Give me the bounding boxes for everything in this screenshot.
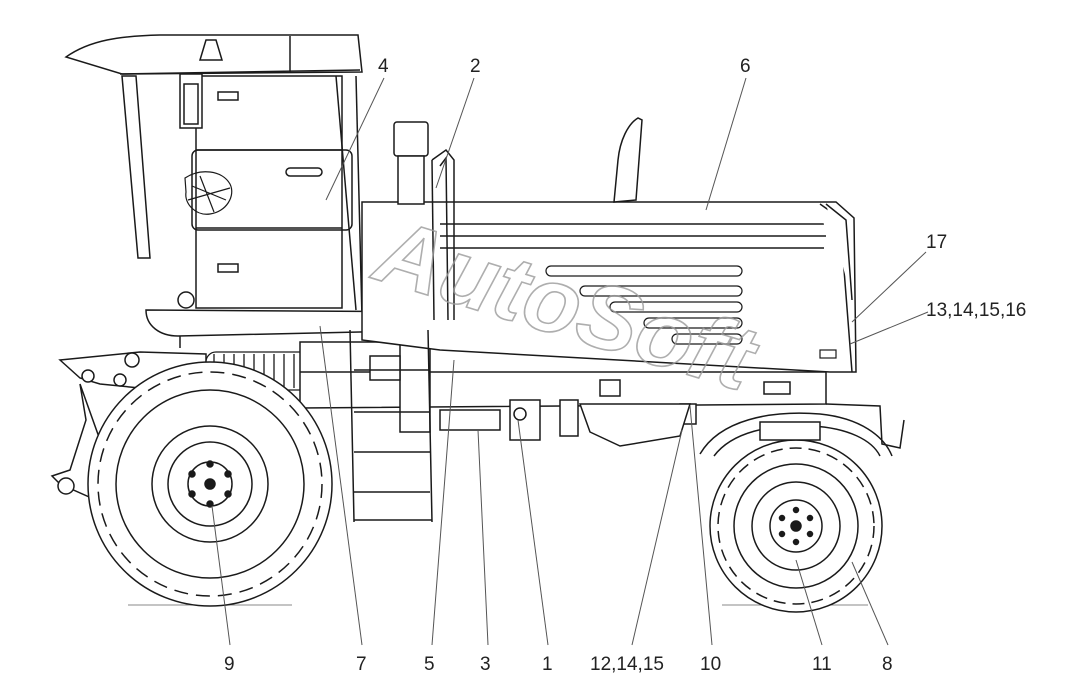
front-wheel: [87, 361, 333, 607]
cab: [64, 34, 363, 319]
callout-7: 7: [356, 654, 367, 675]
exhaust-stack: [613, 117, 643, 203]
callout-5: 5: [424, 654, 435, 675]
leader-13: [849, 311, 929, 345]
callout-10: 10: [700, 654, 721, 675]
callout-2: 2: [470, 56, 481, 77]
callout-12-14-15: 12,14,15: [590, 654, 664, 675]
callout-1: 1: [542, 654, 553, 675]
leader-2: [435, 77, 475, 189]
callout-9: 9: [224, 654, 235, 675]
leader-11: [795, 559, 823, 646]
callout-labels: 1 2 3 4 5 6 7 8 9 10 11 12,14,15 13,14,1…: [224, 56, 1026, 675]
callout-13-14-15-16: 13,14,15,16: [926, 300, 1026, 321]
leader-4: [325, 77, 385, 201]
leader-12: [631, 429, 683, 646]
leader-5: [431, 359, 455, 646]
hood-vents: [545, 265, 837, 359]
leader-17: [851, 251, 927, 323]
callout-17: 17: [926, 232, 947, 253]
leader-10: [689, 405, 713, 646]
leader-6: [705, 77, 747, 211]
callout-8: 8: [882, 654, 893, 675]
callout-11: 11: [812, 654, 832, 675]
steering-wheel: [184, 171, 233, 215]
leader-8: [851, 561, 889, 646]
leader-7: [319, 325, 363, 646]
leader-lines: [211, 77, 929, 646]
ladder: [349, 148, 455, 523]
callout-3: 3: [480, 654, 491, 675]
leader-9: [211, 505, 231, 646]
rear-wheel: [709, 439, 883, 613]
rear-fender: [699, 403, 905, 457]
callout-6: 6: [740, 56, 751, 77]
leader-3: [477, 429, 489, 646]
callout-4: 4: [378, 56, 389, 77]
air-cleaner: [393, 121, 429, 205]
leader-1: [517, 419, 549, 646]
